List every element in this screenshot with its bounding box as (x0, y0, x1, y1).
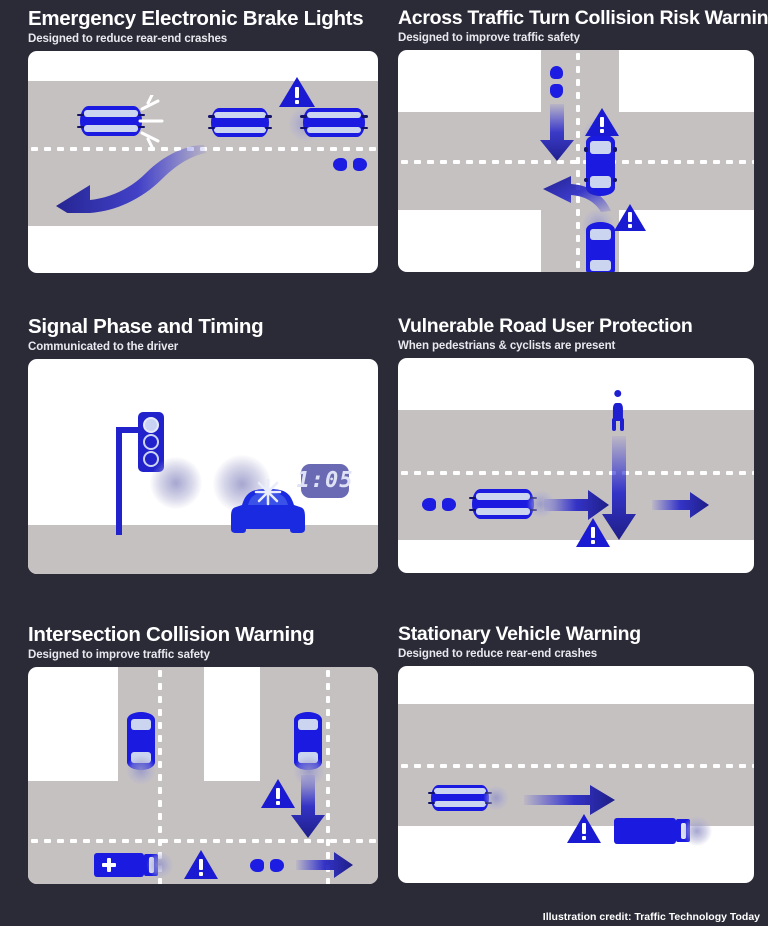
panel-header: Emergency Electronic Brake Lights Design… (28, 7, 378, 45)
illustration-emergency-electronic-brake-lights (28, 50, 378, 273)
truck (614, 817, 690, 844)
right-arrow (524, 784, 616, 816)
curved-left-arrow (531, 175, 615, 213)
right-arrow (296, 851, 354, 879)
car-top-down (586, 221, 615, 272)
panel-subtitle: Designed to improve traffic safety (28, 648, 210, 661)
panel-title: Vulnerable Road User Protection (398, 315, 693, 337)
warning-triangle (575, 516, 611, 549)
car-top-down (428, 784, 492, 811)
credit-bar: Illustration credit: Traffic Technology … (534, 908, 768, 926)
panel-across-traffic-turn-collision-risk-warning: Across Traffic Turn Collision Risk Warni… (384, 0, 768, 308)
traffic-light-lamp-top (143, 416, 159, 433)
lane-dashes (398, 470, 754, 475)
car-top-down (208, 107, 272, 137)
road-band (28, 524, 378, 574)
warning-triangle (584, 106, 620, 138)
motorcycle (250, 858, 284, 872)
warning-triangle (613, 202, 647, 233)
lane-dashes-vertical (158, 666, 162, 884)
panel-subtitle: Designed to reduce rear-end crashes (28, 32, 228, 45)
car-top-down (299, 107, 369, 137)
lane-dashes-vertical (326, 666, 330, 884)
credit-text: Illustration credit: Traffic Technology … (542, 911, 760, 923)
motorcycle (422, 497, 456, 511)
signal-glow (682, 815, 712, 846)
panel-subtitle: Communicated to the driver (28, 340, 179, 353)
panel-title: Emergency Electronic Brake Lights (28, 7, 364, 30)
panel-emergency-electronic-brake-lights: Emergency Electronic Brake Lights Design… (0, 0, 384, 308)
panel-subtitle: Designed to improve traffic safety (398, 31, 580, 44)
signal-glow (126, 754, 156, 785)
curved-left-arrow (46, 143, 206, 213)
motorcycle-vertical (550, 65, 563, 98)
traffic-light-lamp-bottom (143, 451, 159, 468)
panel-header: Vulnerable Road User Protection When ped… (398, 315, 754, 352)
illustration-signal-phase-and-timing: 1:05 (28, 358, 378, 574)
car-top-down (76, 105, 146, 136)
signal-burst (253, 477, 283, 507)
brake-light-burst (132, 94, 174, 147)
signal-glow (146, 851, 174, 878)
warning-triangle (566, 812, 602, 845)
traffic-light-pole (116, 426, 122, 535)
illustration-across-traffic-turn-collision-risk-warning (398, 49, 754, 272)
panel-header: Signal Phase and Timing Communicated to … (28, 315, 378, 353)
warning-triangle (278, 75, 316, 109)
down-arrow (538, 103, 576, 162)
panel-title: Intersection Collision Warning (28, 623, 315, 646)
panel-header: Across Traffic Turn Collision Risk Warni… (398, 7, 768, 44)
motorcycle (333, 157, 367, 171)
panel-stationary-vehicle-warning: Stationary Vehicle Warning Designed to r… (384, 616, 768, 926)
lane-dashes (398, 763, 754, 768)
panel-signal-phase-and-timing: Signal Phase and Timing Communicated to … (0, 308, 384, 616)
lane-dashes-horizontal (28, 838, 378, 843)
panel-title: Stationary Vehicle Warning (398, 623, 641, 645)
traffic-light-lamp-middle (143, 433, 159, 450)
illustration-stationary-vehicle-warning (398, 665, 754, 883)
panel-intersection-collision-warning: Intersection Collision Warning Designed … (0, 616, 384, 926)
car-top-down (583, 133, 618, 196)
warning-triangle (183, 848, 219, 881)
panel-header: Intersection Collision Warning Designed … (28, 623, 378, 661)
lane-dashes-vertical (576, 49, 580, 272)
medical-cross-icon (102, 857, 116, 872)
illustration-vulnerable-road-user-protection (398, 357, 754, 573)
illustration-intersection-collision-warning (28, 666, 378, 884)
ambulance (94, 852, 158, 877)
panel-subtitle: When pedestrians & cyclists are present (398, 339, 616, 352)
pedestrian (607, 389, 629, 431)
panel-subtitle: Designed to reduce rear-end crashes (398, 647, 598, 660)
panel-vulnerable-road-user-protection: Vulnerable Road User Protection When ped… (384, 308, 768, 616)
right-arrow (652, 491, 710, 519)
traffic-light-arm (116, 426, 142, 433)
warning-triangle (260, 777, 296, 810)
countdown-display: 1:05 (297, 463, 353, 498)
panel-title: Across Traffic Turn Collision Risk Warni… (398, 7, 768, 29)
down-arrow (290, 774, 326, 839)
panel-title: Signal Phase and Timing (28, 315, 264, 338)
car-top-down (468, 488, 538, 519)
down-arrow (601, 435, 637, 541)
signal-glow (483, 785, 509, 810)
panel-header: Stationary Vehicle Warning Designed to r… (398, 623, 754, 660)
right-arrow (544, 489, 610, 521)
road-band (398, 409, 754, 540)
signal-wave (150, 456, 202, 509)
